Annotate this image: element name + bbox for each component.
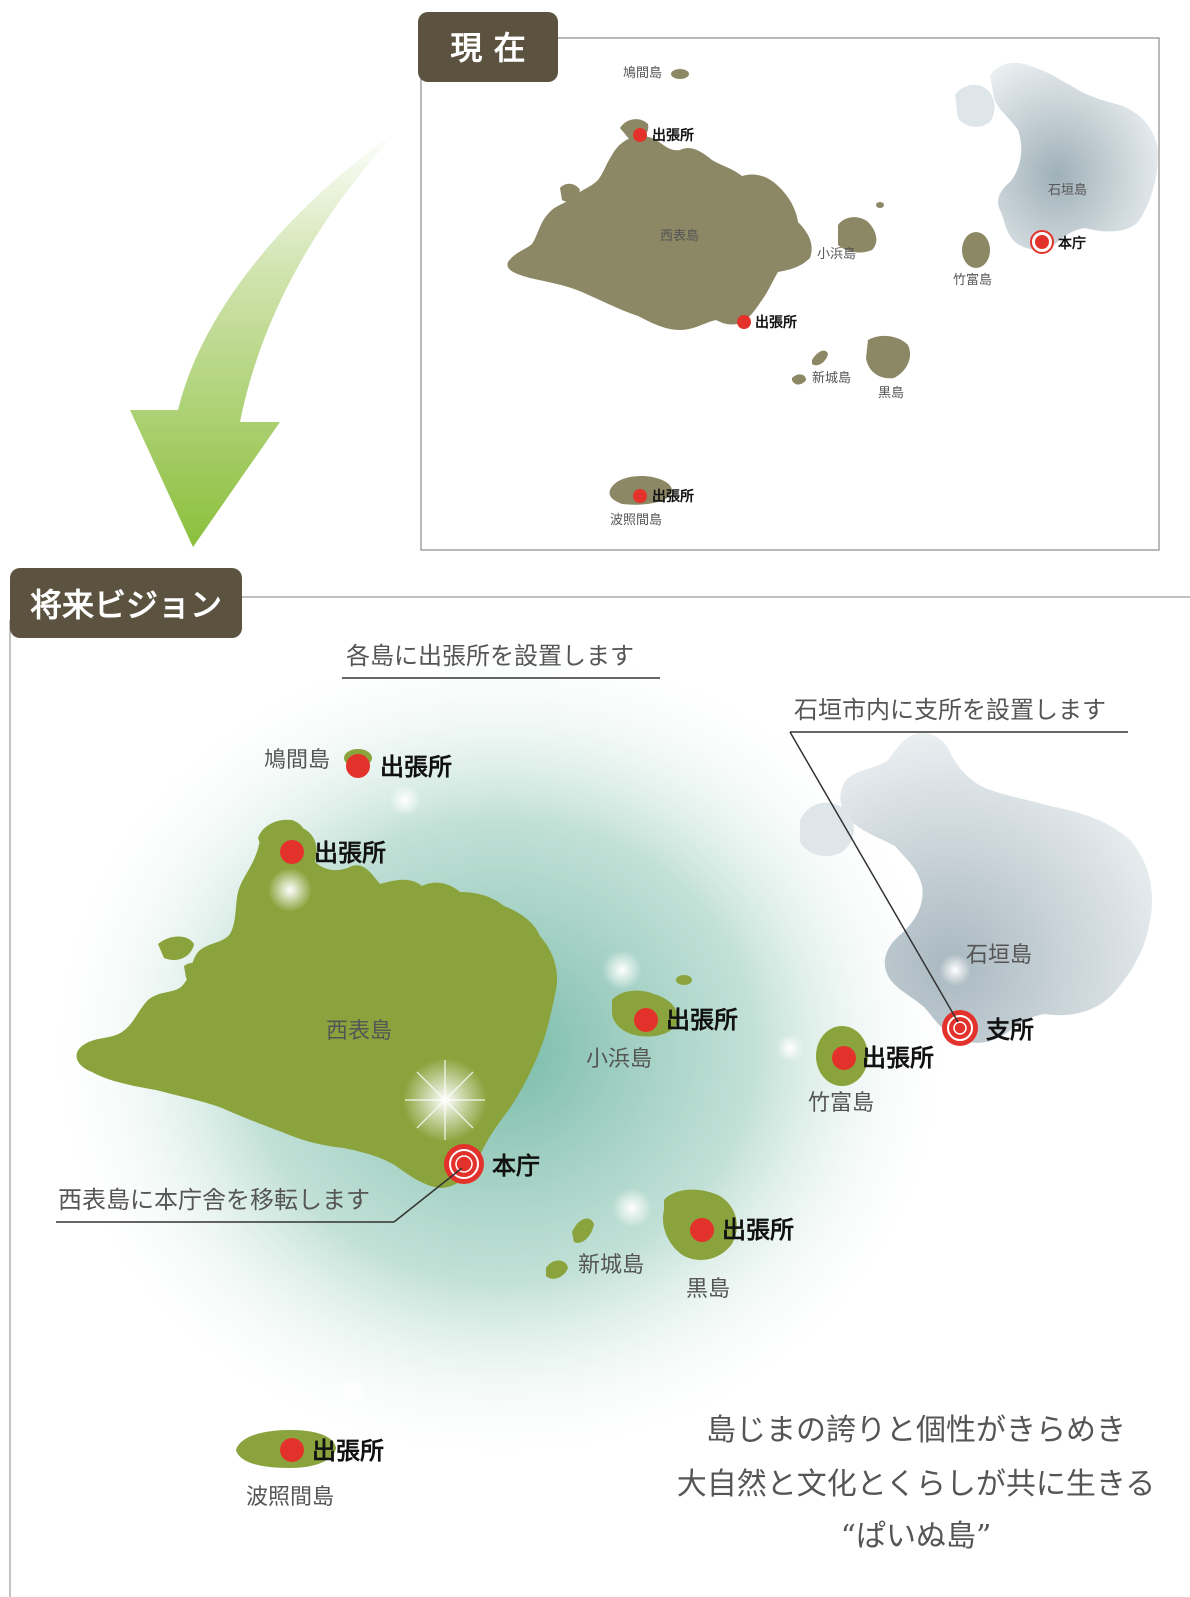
callout-each-island: 各島に出張所を設置します — [346, 642, 634, 670]
current-label-taketomi: 竹富島 — [953, 272, 992, 288]
future-map-panel: 各島に出張所を設置します 石垣市内に支所を設置します 西表島に本庁舎を移転します… — [9, 596, 1190, 1597]
current-label-iriomote: 西表島 — [660, 229, 699, 244]
current-tab-label: 現 在 — [450, 29, 525, 67]
callout-ishigaki-branch: 石垣市内に支所を設置します — [794, 696, 1106, 724]
current-label-ishigaki: 石垣島 — [1048, 183, 1087, 198]
current-ishigaki-island-north — [955, 84, 995, 127]
future-office-label-taketomi: 出張所 — [862, 1044, 934, 1072]
future-office-label-hatoma: 出張所 — [380, 753, 452, 781]
transition-arrow-icon — [130, 130, 398, 547]
future-label-aragusuku: 新城島 — [578, 1253, 644, 1278]
future-kohama-islet — [676, 975, 692, 985]
future-aragusuku-islet — [546, 1260, 568, 1279]
current-taketomi-island — [962, 232, 990, 268]
future-iriomote-inlet-west-1 — [158, 936, 194, 961]
future-office-label-hateruma: 出張所 — [312, 1437, 384, 1465]
current-label-hatoma: 鳩間島 — [623, 66, 662, 81]
future-tab: 将来ビジョン — [10, 568, 242, 638]
current-label-kuroshima: 黒島 — [878, 386, 904, 401]
current-aragusuku-island — [812, 350, 828, 366]
future-label-iriomote: 西表島 — [326, 1019, 392, 1044]
current-office-marker-south — [737, 315, 751, 329]
future-label-hatoma: 鳩間島 — [264, 748, 330, 773]
callout-relocate-hq: 西表島に本庁舎を移転します — [58, 1186, 370, 1214]
slogan-line-3: “ぱいぬ島” — [841, 1519, 992, 1554]
future-ishigaki-island — [840, 733, 1152, 1043]
callout-leader-hq — [393, 1167, 463, 1223]
sparkle-effects — [268, 784, 971, 1406]
future-branch-marker — [942, 1010, 978, 1046]
current-tab: 現 在 — [418, 12, 558, 82]
callout-leader-branch — [789, 731, 959, 1023]
future-office-label-kuroshima: 出張所 — [722, 1216, 794, 1244]
slogan-line-1: 島じまの誇りと個性がきらめき — [706, 1413, 1126, 1448]
current-ishigaki-island — [990, 62, 1158, 250]
future-office-marker-hateruma — [280, 1438, 304, 1462]
current-iriomote-inlet-west — [560, 183, 580, 202]
current-kohama-island — [838, 217, 877, 253]
future-office-label-kohama: 出張所 — [666, 1006, 738, 1034]
future-office-marker-kohama — [634, 1008, 658, 1032]
current-office-marker-north — [633, 128, 647, 142]
future-label-ishigaki: 石垣島 — [966, 943, 1032, 968]
future-label-taketomi: 竹富島 — [808, 1091, 874, 1116]
future-iriomote-inlet-west-2 — [184, 962, 206, 983]
current-aragusuku-islet — [792, 374, 806, 385]
future-office-marker-iriomote-north — [280, 840, 304, 864]
future-label-hateruma: 波照間島 — [246, 1485, 334, 1510]
future-tab-label: 将来ビジョン — [30, 586, 222, 624]
future-label-kuroshima: 黒島 — [686, 1277, 730, 1302]
current-office-marker-hateruma — [633, 489, 647, 503]
current-label-hateruma: 波照間島 — [610, 513, 662, 528]
future-office-label-branch: 支所 — [986, 1016, 1034, 1044]
current-office-label-south: 出張所 — [755, 314, 797, 331]
current-office-label-hq: 本庁 — [1058, 235, 1086, 252]
future-office-marker-hatoma — [346, 754, 370, 778]
current-label-aragusuku: 新城島 — [812, 370, 851, 386]
current-iriomote-island — [507, 135, 812, 330]
current-office-label-north: 出張所 — [652, 127, 694, 144]
current-map-panel: 鳩間島 西表島 小浜島 竹富島 石垣島 新城島 黒島 波照間島 出張所 出張所 … — [420, 37, 1160, 551]
future-office-marker-kuroshima — [690, 1218, 714, 1242]
future-ishigaki-island-north — [800, 802, 854, 857]
current-office-label-hateruma: 出張所 — [652, 488, 694, 505]
future-office-label-iriomote-north: 出張所 — [314, 839, 386, 867]
current-kuroshima-island — [866, 335, 911, 379]
current-label-kohama: 小浜島 — [817, 247, 856, 262]
current-hq-marker — [1030, 230, 1054, 254]
future-office-label-hq: 本庁 — [492, 1152, 540, 1180]
current-kohama-islet — [876, 202, 884, 208]
future-aragusuku-island — [572, 1218, 594, 1243]
slogan-line-2: 大自然と文化とくらしが共に生きる — [677, 1467, 1156, 1502]
future-label-kohama: 小浜島 — [586, 1047, 652, 1072]
current-hatoma-island — [671, 69, 689, 79]
future-office-marker-taketomi — [832, 1046, 856, 1070]
